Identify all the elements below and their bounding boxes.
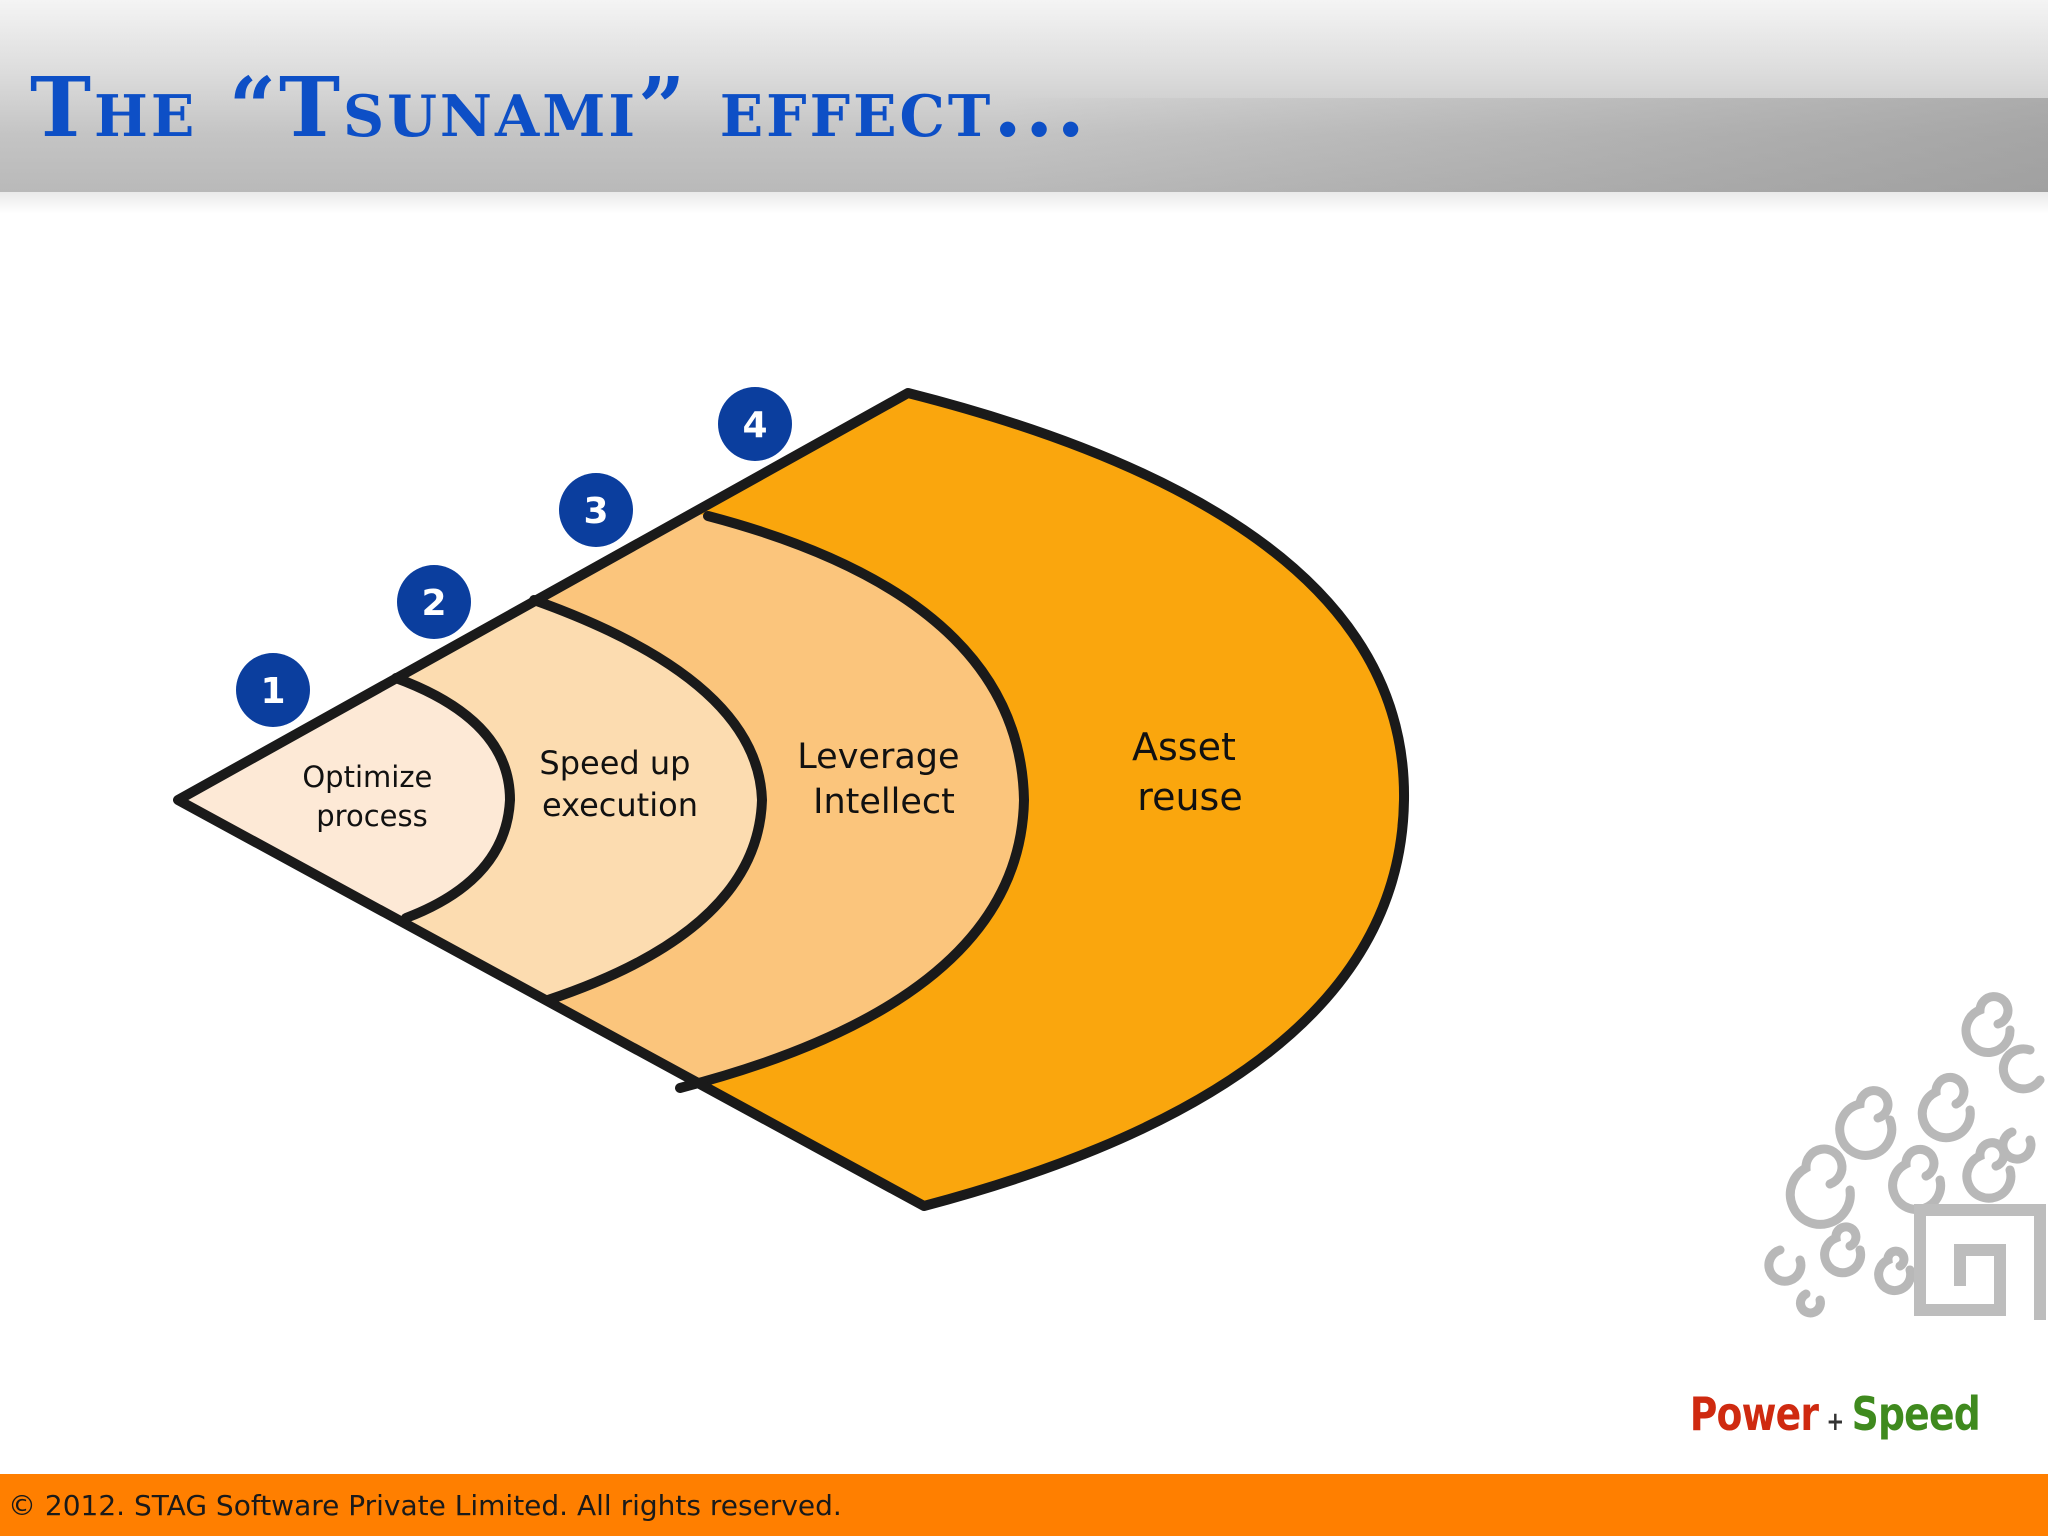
stage-1-line-2: process [316, 799, 427, 833]
swirl-tree-logo [1740, 990, 2048, 1320]
stage-2-number: 2 [421, 583, 446, 624]
stage-1-badge: 1 [236, 653, 310, 727]
copyright-text: © 2012. STAG Software Private Limited. A… [8, 1488, 842, 1524]
stage-1-line-1: Optimize [302, 760, 432, 794]
stage-2-badge: 2 [397, 565, 471, 639]
stage-3-number: 3 [583, 491, 608, 532]
speed-word: Speed [1852, 1387, 1980, 1441]
footer-bar: © 2012. STAG Software Private Limited. A… [0, 1474, 2048, 1536]
stage-4-badge: 4 [718, 387, 792, 461]
stage-3-badge: 3 [559, 473, 633, 547]
stage-2-line-1: Speed up [539, 744, 690, 782]
power-word: Power [1690, 1387, 1818, 1441]
stage-2-line-2: execution [542, 786, 698, 824]
stage-4-number: 4 [742, 405, 767, 446]
plus-sign: + [1827, 1407, 1844, 1437]
stage-3-line-1: Leverage [797, 737, 959, 777]
stage-1-number: 1 [260, 671, 285, 712]
power-speed-logo: Power + Speed [1690, 1386, 1980, 1450]
stage-3-line-2: Intellect [813, 782, 955, 822]
stage-4-line-1: Asset [1132, 725, 1236, 769]
stage-4-line-2: reuse [1137, 775, 1242, 819]
